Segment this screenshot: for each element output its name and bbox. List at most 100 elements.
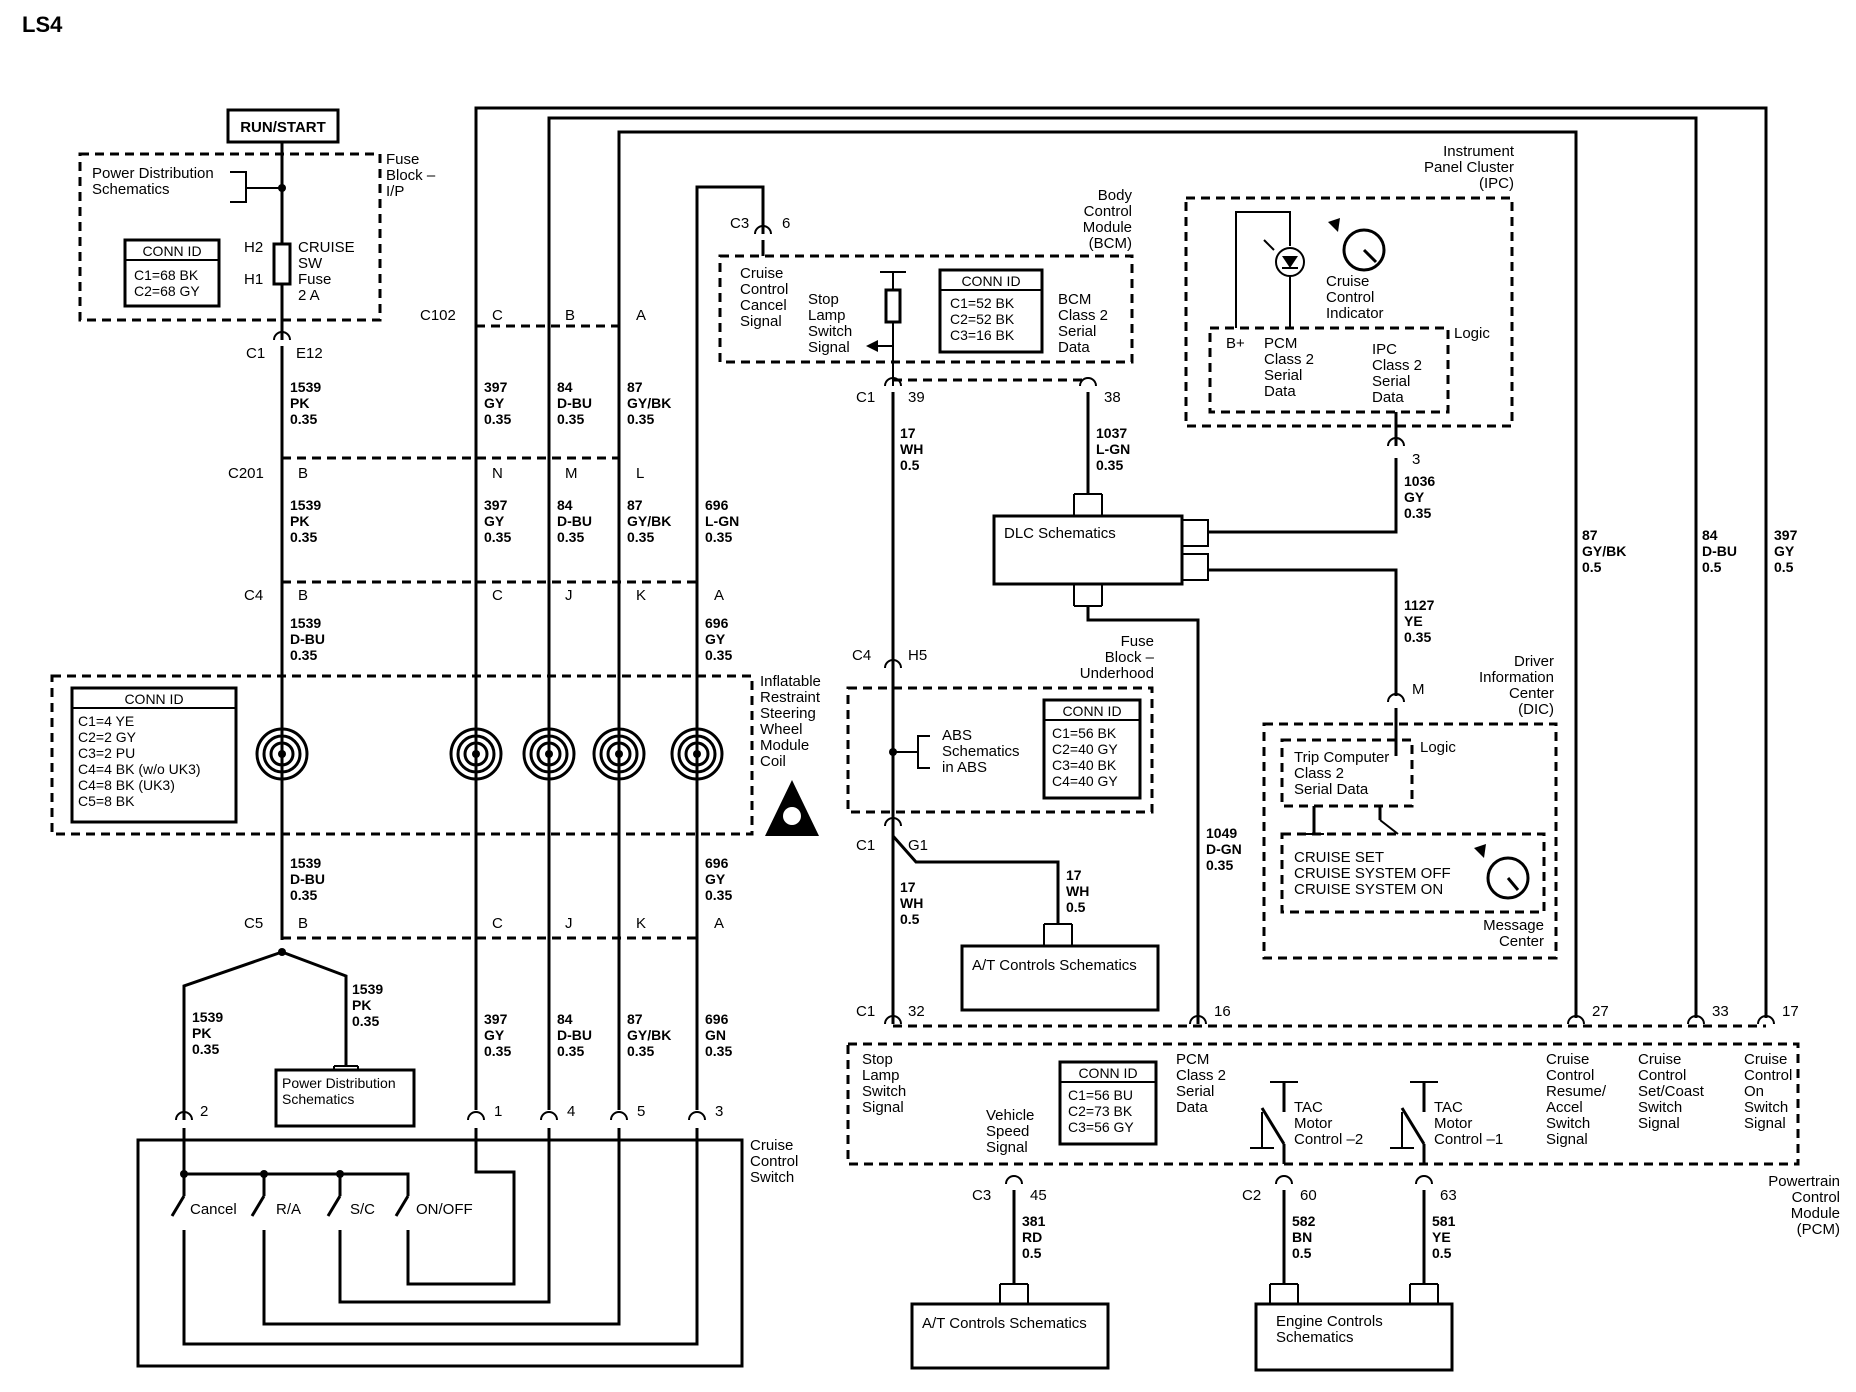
ipc-bplus: B+: [1226, 335, 1245, 352]
c102-pin-c: C: [492, 307, 503, 324]
switch-onoff: ON/OFF: [416, 1201, 473, 1218]
dic-cruise-icon: [1474, 844, 1530, 900]
c4-pin-b: B: [298, 587, 308, 604]
c4-pin-c: C: [492, 587, 503, 604]
c201-pin-b: B: [298, 465, 308, 482]
run-start-label: RUN/START: [240, 119, 326, 136]
connector-c102: C102: [420, 307, 456, 324]
dlc-schematics: DLC Schematics: [1004, 525, 1116, 542]
connector-c201: C201: [228, 465, 264, 482]
coil-a: [670, 727, 724, 781]
c201-pin-n: N: [492, 465, 503, 482]
dic-logic: Logic: [1420, 739, 1456, 756]
switch-pin-1: 1: [494, 1103, 502, 1120]
switch-ra: R/A: [276, 1201, 301, 1218]
pcm-connector-c1: C1: [856, 1003, 875, 1020]
pcm-pin-16: 16: [1214, 1003, 1231, 1020]
c5-pin-b: B: [298, 915, 308, 932]
pcm-conn-header: CONN ID: [1078, 1065, 1137, 1081]
coil-b: [255, 727, 309, 781]
pcm-pin-27: 27: [1592, 1003, 1609, 1020]
connector-dic-m: M: [1412, 681, 1425, 698]
connector-bcm-38: 38: [1104, 389, 1121, 406]
conn-id-fuse-header: CONN ID: [142, 243, 201, 259]
fuse-pin-h2: H2: [244, 239, 263, 256]
pcm-pin-33: 33: [1712, 1003, 1729, 1020]
c5-pin-a: A: [714, 915, 724, 932]
irsw-conn-header: CONN ID: [124, 691, 183, 707]
at-controls-mid: A/T Controls Schematics: [972, 957, 1137, 974]
c102-pin-b: B: [565, 307, 575, 324]
switch-sc: S/C: [350, 1201, 375, 1218]
fuse-pin-h1: H1: [244, 271, 263, 288]
switch-pin-2: 2: [200, 1103, 208, 1120]
bcm-conn-header: CONN ID: [961, 273, 1020, 289]
pcm-pin-17: 17: [1782, 1003, 1799, 1020]
c201-pin-l: L: [636, 465, 644, 482]
at-controls-bottom: A/T Controls Schematics: [922, 1315, 1087, 1332]
connector-c5: C5: [244, 915, 263, 932]
pcm-pin-32: 32: [908, 1003, 925, 1020]
coil-j: [522, 727, 576, 781]
c5-pin-k: K: [636, 915, 646, 932]
c102-pin-a: A: [636, 307, 646, 324]
tac-motor-switches: [1250, 1081, 1438, 1164]
page-title: LS4: [22, 12, 63, 37]
c4-pin-j: J: [565, 587, 573, 604]
coil-c: [449, 727, 503, 781]
c4-pin-k: K: [636, 587, 646, 604]
ipc-logic: Logic: [1454, 325, 1490, 342]
